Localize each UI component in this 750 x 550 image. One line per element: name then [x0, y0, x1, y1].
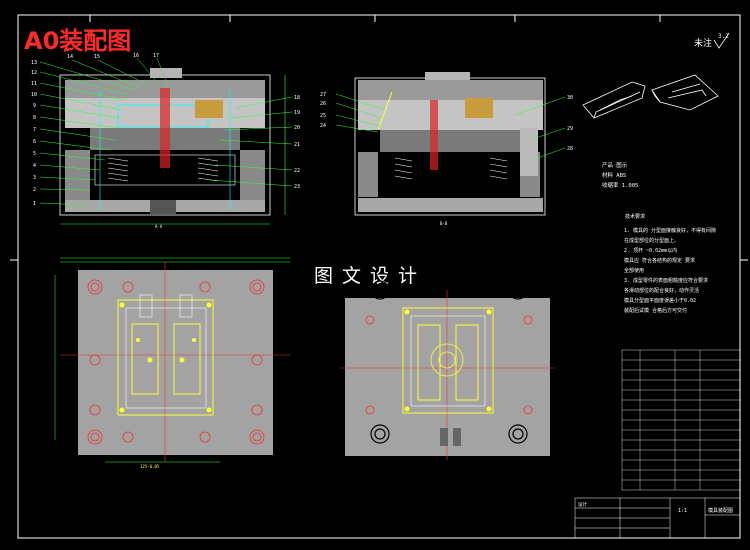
svg-text:收缩率 1.005: 收缩率 1.005: [602, 181, 638, 189]
product-sketch: [582, 74, 719, 119]
svg-text:全部使用: 全部使用: [624, 267, 644, 274]
title-block-scale: 1:1: [678, 508, 687, 514]
balloons-middle: 27 26 25 24 30 29 28: [320, 92, 573, 152]
svg-text:4: 4: [33, 163, 36, 169]
svg-text:20: 20: [294, 125, 300, 131]
drawing-title: A0装配图: [24, 27, 131, 55]
svg-text:22: 22: [294, 168, 300, 174]
svg-text:1: 1: [33, 201, 36, 207]
material-notes: 产品 图示 材料 ABS 收缩率 1.005: [602, 161, 638, 189]
plan-view-left: [54, 257, 290, 463]
svg-text:29: 29: [567, 126, 573, 132]
svg-text:材料 ABS: 材料 ABS: [602, 171, 626, 179]
svg-text:13: 13: [31, 60, 37, 66]
svg-text:27: 27: [320, 92, 326, 98]
drawing-frame: [17, 14, 741, 539]
svg-text:3. 成型零件的表面粗糙度应符合要求: 3. 成型零件的表面粗糙度应符合要求: [624, 277, 708, 284]
svg-text:19: 19: [294, 110, 300, 116]
svg-text:1. 模具的 分型面接触良好，不得有间隙: 1. 模具的 分型面接触良好，不得有间隙: [624, 227, 716, 234]
svg-text:25: 25: [320, 113, 326, 119]
svg-text:模具应 符合各结构的规定 要求: 模具应 符合各结构的规定 要求: [624, 257, 695, 264]
section-view-middle: [335, 72, 566, 216]
svg-text:在成型部位的分型面上。: 在成型部位的分型面上。: [624, 237, 679, 244]
svg-text:14: 14: [67, 54, 73, 60]
svg-text:3.2: 3.2: [718, 33, 729, 40]
title-block: [574, 497, 741, 539]
svg-text:7: 7: [33, 127, 36, 133]
svg-text:26: 26: [320, 101, 326, 107]
svg-text:装配后试模 合格后方可交付: 装配后试模 合格后方可交付: [624, 307, 687, 314]
svg-text:各滑动部位的配合良好，动作灵活: 各滑动部位的配合良好，动作灵活: [624, 287, 699, 294]
svg-text:3: 3: [33, 175, 36, 181]
dimension-label: 125-0.05: [140, 464, 160, 469]
tech-requirements: 技术要求 1. 模具的 分型面接触良好，不得有间隙 在成型部位的分型面上。 2.…: [624, 213, 716, 314]
title-block-title: 模具装配图: [708, 507, 733, 514]
svg-text:30: 30: [567, 95, 573, 101]
section-label-b: B-B: [440, 221, 448, 226]
svg-text:15: 15: [94, 54, 100, 60]
svg-text:6: 6: [33, 139, 36, 145]
balloons-left: 1 2 3 4 5 6 7 8 9 10 11 12 13 14 15 16 1…: [31, 53, 300, 207]
svg-text:8: 8: [33, 115, 36, 121]
svg-text:模具分型面平面度误差小于0.02: 模具分型面平面度误差小于0.02: [624, 297, 696, 304]
watermark-text: 图文设计: [314, 265, 426, 287]
section-view-left: [59, 68, 286, 225]
svg-text:9: 9: [33, 103, 36, 109]
svg-text:16: 16: [133, 53, 139, 59]
svg-text:18: 18: [294, 95, 300, 101]
roughness-symbol: 未注 3.2: [694, 32, 730, 49]
svg-text:未注: 未注: [694, 37, 712, 49]
svg-text:2. 顶杆 ~0.02mm以内: 2. 顶杆 ~0.02mm以内: [624, 247, 677, 254]
svg-text:24: 24: [320, 123, 326, 129]
svg-text:23: 23: [294, 184, 300, 190]
svg-text:28: 28: [567, 146, 573, 152]
svg-text:技术要求: 技术要求: [625, 213, 645, 220]
leaders-left: [39, 57, 293, 206]
svg-text:11: 11: [31, 81, 37, 87]
svg-text:21: 21: [294, 142, 300, 148]
svg-text:12: 12: [31, 70, 37, 76]
svg-text:10: 10: [31, 92, 37, 98]
bom-table: [621, 349, 741, 491]
plan-view-right: [340, 280, 555, 460]
title-block-designer: 设计: [578, 501, 587, 508]
svg-text:5: 5: [33, 151, 36, 157]
svg-text:2: 2: [33, 187, 36, 193]
svg-text:17: 17: [153, 53, 159, 59]
svg-text:产品 图示: 产品 图示: [602, 161, 628, 169]
section-label-a: A-A: [155, 224, 163, 229]
